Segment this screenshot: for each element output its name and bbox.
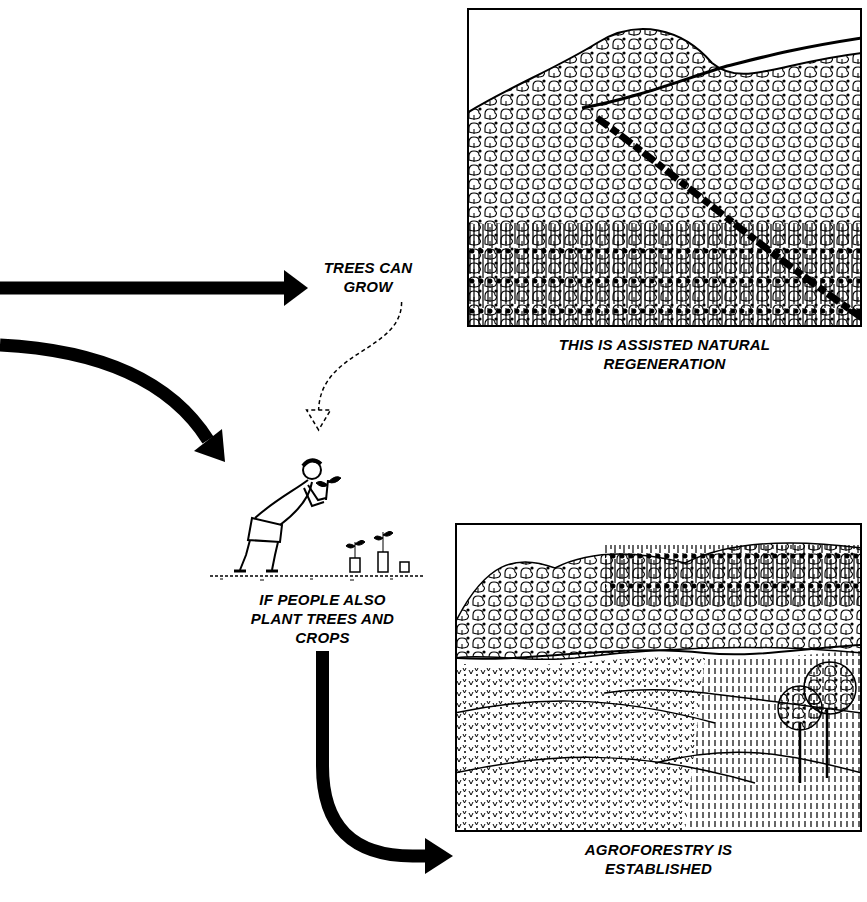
agroforestry-illustration [455, 523, 862, 832]
caption-text: TREES CAN GROW [312, 258, 424, 296]
crop-field [457, 657, 705, 830]
connector-line [323, 651, 428, 856]
caption-text: THIS IS ASSISTED NATURAL REGENERATION [500, 335, 830, 373]
figure-space [225, 430, 420, 582]
figure-node: IF PEOPLE ALSO PLANT TREES AND CROPS [225, 430, 420, 647]
picture-box: AGROFORESTRY IS ESTABLISHED [455, 523, 862, 878]
row-field [685, 651, 860, 830]
arrow-head [284, 270, 308, 306]
picture-frame [467, 8, 862, 327]
foreground-trees [778, 662, 856, 783]
terraces [457, 645, 860, 783]
seedlings [346, 531, 409, 572]
arrow-shaft [0, 345, 208, 440]
landscape [457, 543, 860, 830]
arrow-head [307, 410, 331, 430]
caption-text: AGROFORESTRY IS ESTABLISHED [539, 840, 779, 878]
ground-dots [220, 579, 393, 580]
tree-line [457, 543, 860, 659]
picture-box: THIS IS ASSISTED NATURAL REGENERATION [467, 8, 862, 373]
arrow-head [194, 429, 225, 462]
forest-hills [469, 29, 860, 325]
ridge [582, 38, 860, 108]
connector [323, 651, 454, 874]
forest-illustration [467, 8, 862, 327]
arrow-head [425, 838, 453, 874]
ground [210, 575, 425, 577]
person-planting [200, 430, 430, 582]
connector [307, 302, 402, 430]
arrow-shaft [0, 282, 288, 295]
valley-line [597, 118, 860, 318]
hill [469, 29, 860, 325]
picture-frame [455, 523, 862, 832]
text-node: TREES CAN GROW [312, 258, 424, 296]
connector-line [319, 302, 402, 412]
tall-trees [605, 545, 860, 605]
caption-text: IF PEOPLE ALSO PLANT TREES AND CROPS [240, 590, 405, 647]
person [234, 460, 341, 571]
